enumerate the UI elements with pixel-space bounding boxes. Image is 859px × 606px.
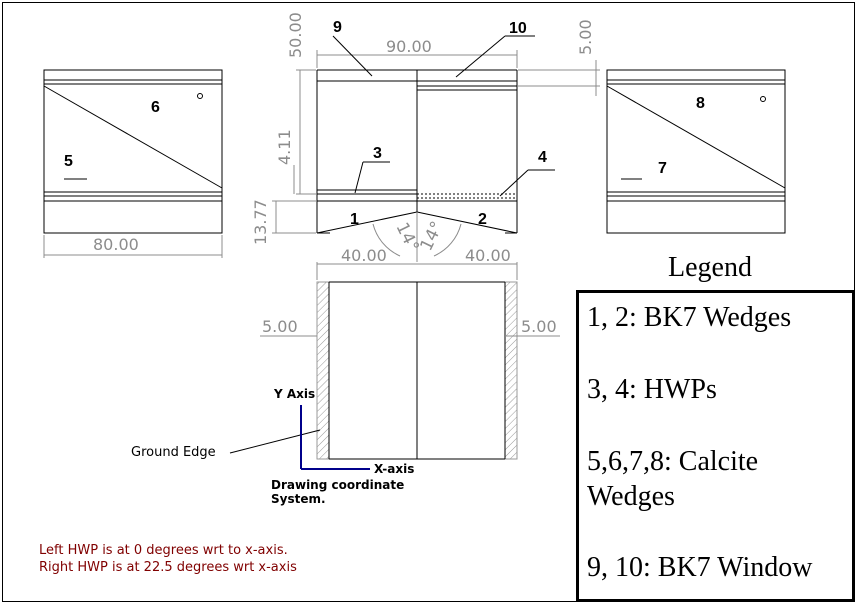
leader-lines	[229, 35, 555, 454]
part-label-3: 3	[373, 145, 382, 162]
dim-half-left: 40.00	[341, 246, 387, 265]
dim-left-width: 80.00	[93, 235, 139, 254]
coord-system-line2: System.	[271, 492, 326, 506]
note-left-hwp: Left HWP is at 0 degrees wrt to x-axis.	[39, 543, 288, 558]
dimension-lines	[43, 50, 600, 337]
part-label-6: 6	[151, 99, 160, 116]
dim-top-height: 50.00	[286, 12, 305, 58]
legend-item-window: 9, 10: BK7 Window	[587, 552, 813, 583]
dim-mid-height: 4.11	[275, 129, 294, 165]
angle-arcs	[372, 212, 462, 262]
dim-top-right: 5.00	[576, 19, 595, 55]
legend-box: 1, 2: BK7 Wedges 3, 4: HWPs 5,6,7,8: Cal…	[576, 290, 855, 602]
x-axis-label: X-axis	[374, 462, 414, 476]
right-calcite-wedge	[606, 69, 786, 234]
y-axis-label: Y Axis	[273, 387, 315, 401]
part-label-9: 9	[333, 19, 342, 36]
part-label-5: 5	[64, 153, 73, 170]
legend-item-calcite-cont: Wedges	[587, 481, 675, 512]
part-label-10: 10	[509, 20, 527, 37]
part-label-7: 7	[658, 160, 667, 177]
legend-item-hwps: 3, 4: HWPs	[587, 374, 717, 405]
legend-item-calcite: 5,6,7,8: Calcite	[587, 446, 759, 477]
coord-system-line1: Drawing coordinate	[271, 478, 404, 492]
part-label-4: 4	[538, 149, 547, 166]
ground-edge-label: Ground Edge	[131, 445, 216, 460]
left-calcite-wedge	[43, 69, 223, 234]
dim-top-width: 90.00	[386, 37, 432, 56]
dim-edge-left: 5.00	[262, 317, 298, 336]
part-label-8: 8	[696, 95, 705, 112]
legend-title: Legend	[668, 252, 752, 283]
top-view-assembly	[316, 281, 518, 460]
dim-bottom-height: 13.77	[251, 199, 270, 245]
dim-edge-right: 5.00	[521, 317, 557, 336]
center-assembly	[316, 69, 518, 234]
part-label-1: 1	[350, 211, 359, 228]
dim-angle-left: 14°	[392, 219, 423, 255]
dim-angle-right: 14°	[417, 218, 448, 254]
note-right-hwp: Right HWP is at 22.5 degrees wrt x-axis	[39, 560, 297, 575]
legend-item-wedges: 1, 2: BK7 Wedges	[587, 302, 792, 333]
part-label-2: 2	[478, 211, 487, 228]
coordinate-axes	[300, 405, 370, 470]
dim-half-right: 40.00	[465, 246, 511, 265]
